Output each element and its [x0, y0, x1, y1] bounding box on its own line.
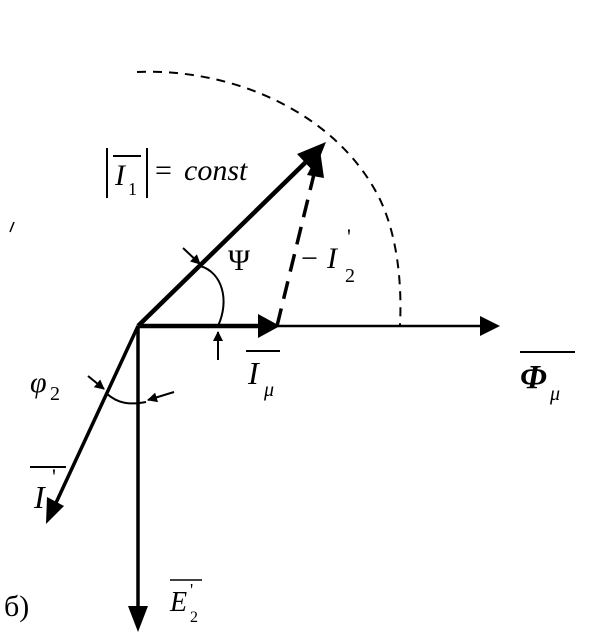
const-label: const: [184, 154, 248, 187]
stray-tick: [9, 221, 15, 233]
phi2-subscript: 2: [50, 383, 60, 405]
panel-label: б): [4, 590, 29, 623]
phi-mu-arrowhead: [480, 316, 500, 336]
i1-subscript: 1: [128, 179, 137, 199]
psi-angle-arc: [199, 265, 225, 327]
i-prime-mark: ': [52, 464, 56, 489]
i-mu-symbol: I: [247, 355, 260, 391]
e2-symbol: E: [169, 587, 187, 618]
i2-prime-mark: ': [347, 224, 351, 249]
i-prime-vector: [53, 325, 140, 506]
e2-prime-mark: ': [190, 580, 193, 600]
phi2-angle-arc: [105, 392, 147, 405]
psi-pointer: [182, 247, 201, 265]
i2-prime-symbol: I: [326, 242, 339, 275]
i1-vector: [136, 156, 312, 328]
psi-label: Ψ: [228, 244, 251, 277]
minus-sign: −: [301, 242, 318, 275]
locus-arc: [136, 70, 402, 326]
minus-i2-prime-arrowhead: [307, 150, 324, 178]
equals-sign: =: [155, 154, 172, 187]
phi-mu-subscript: μ: [549, 383, 560, 405]
i1-symbol: I: [114, 159, 127, 192]
i-mu-subscript: μ: [263, 379, 274, 401]
i2-prime-subscript: 2: [345, 265, 355, 287]
phi2-pointer-right: [147, 391, 175, 403]
phi-mu-symbol: Φ: [520, 359, 547, 396]
phi2-pointer-left: [87, 375, 105, 390]
i-prime-symbol: I: [33, 479, 46, 515]
i1-arrowhead: [297, 142, 326, 172]
phi2-symbol: φ: [30, 366, 47, 399]
i-prime-arrowhead: [46, 497, 64, 524]
e2-subscript: 2: [190, 609, 198, 626]
e2-prime-arrowhead: [128, 606, 148, 632]
i-mu-arrowhead: [258, 314, 280, 338]
